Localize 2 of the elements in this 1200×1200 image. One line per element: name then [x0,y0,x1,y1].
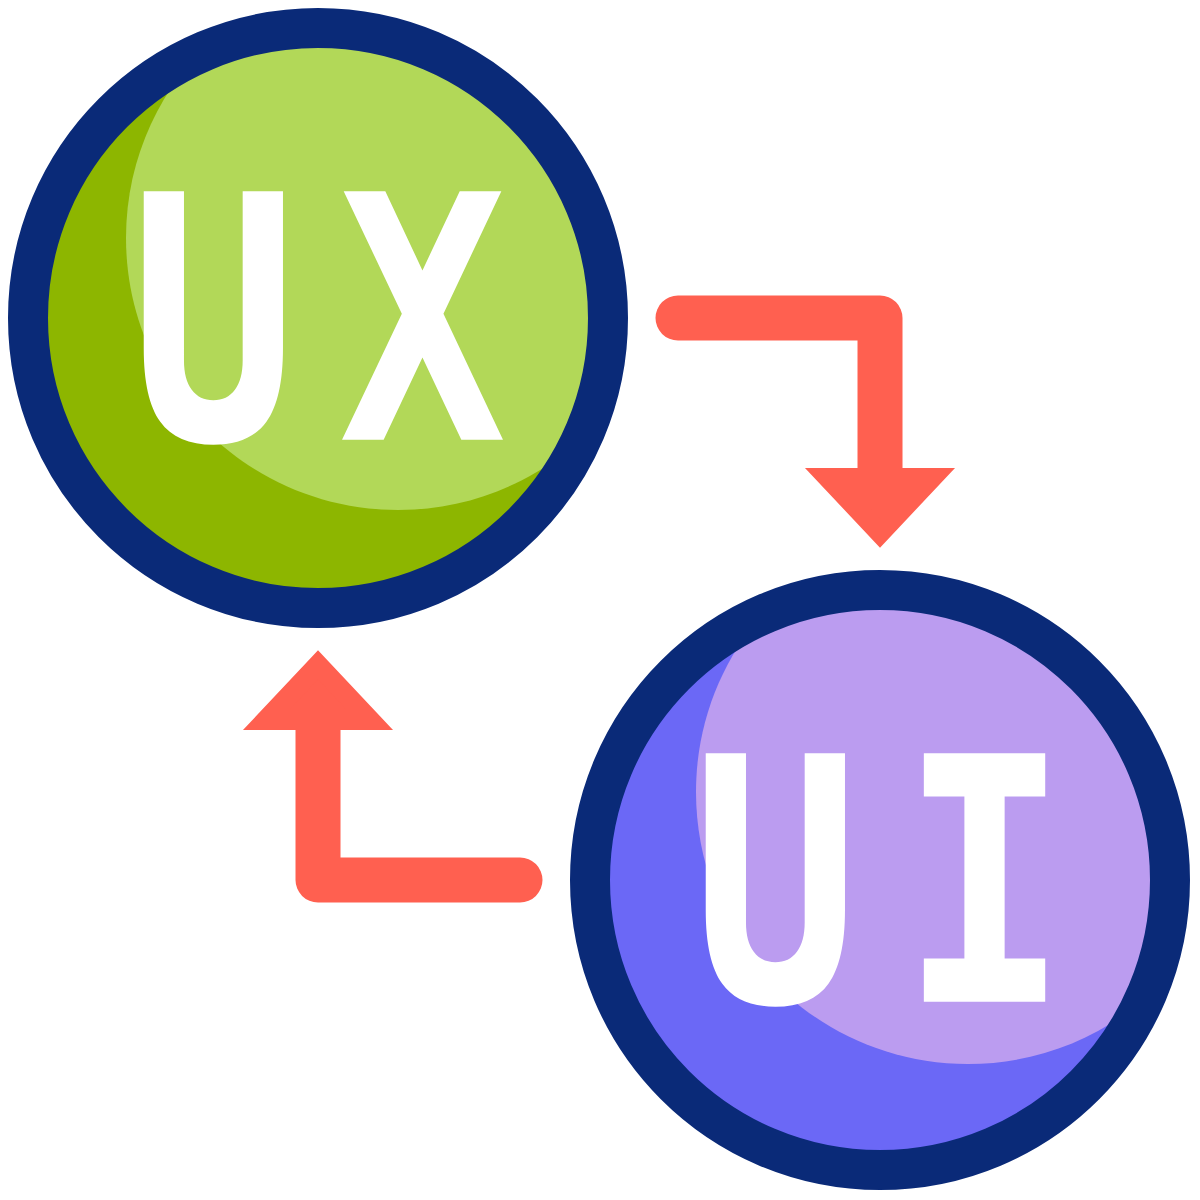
circle-node: UI [570,570,1190,1190]
circle-node: UX [8,8,628,628]
